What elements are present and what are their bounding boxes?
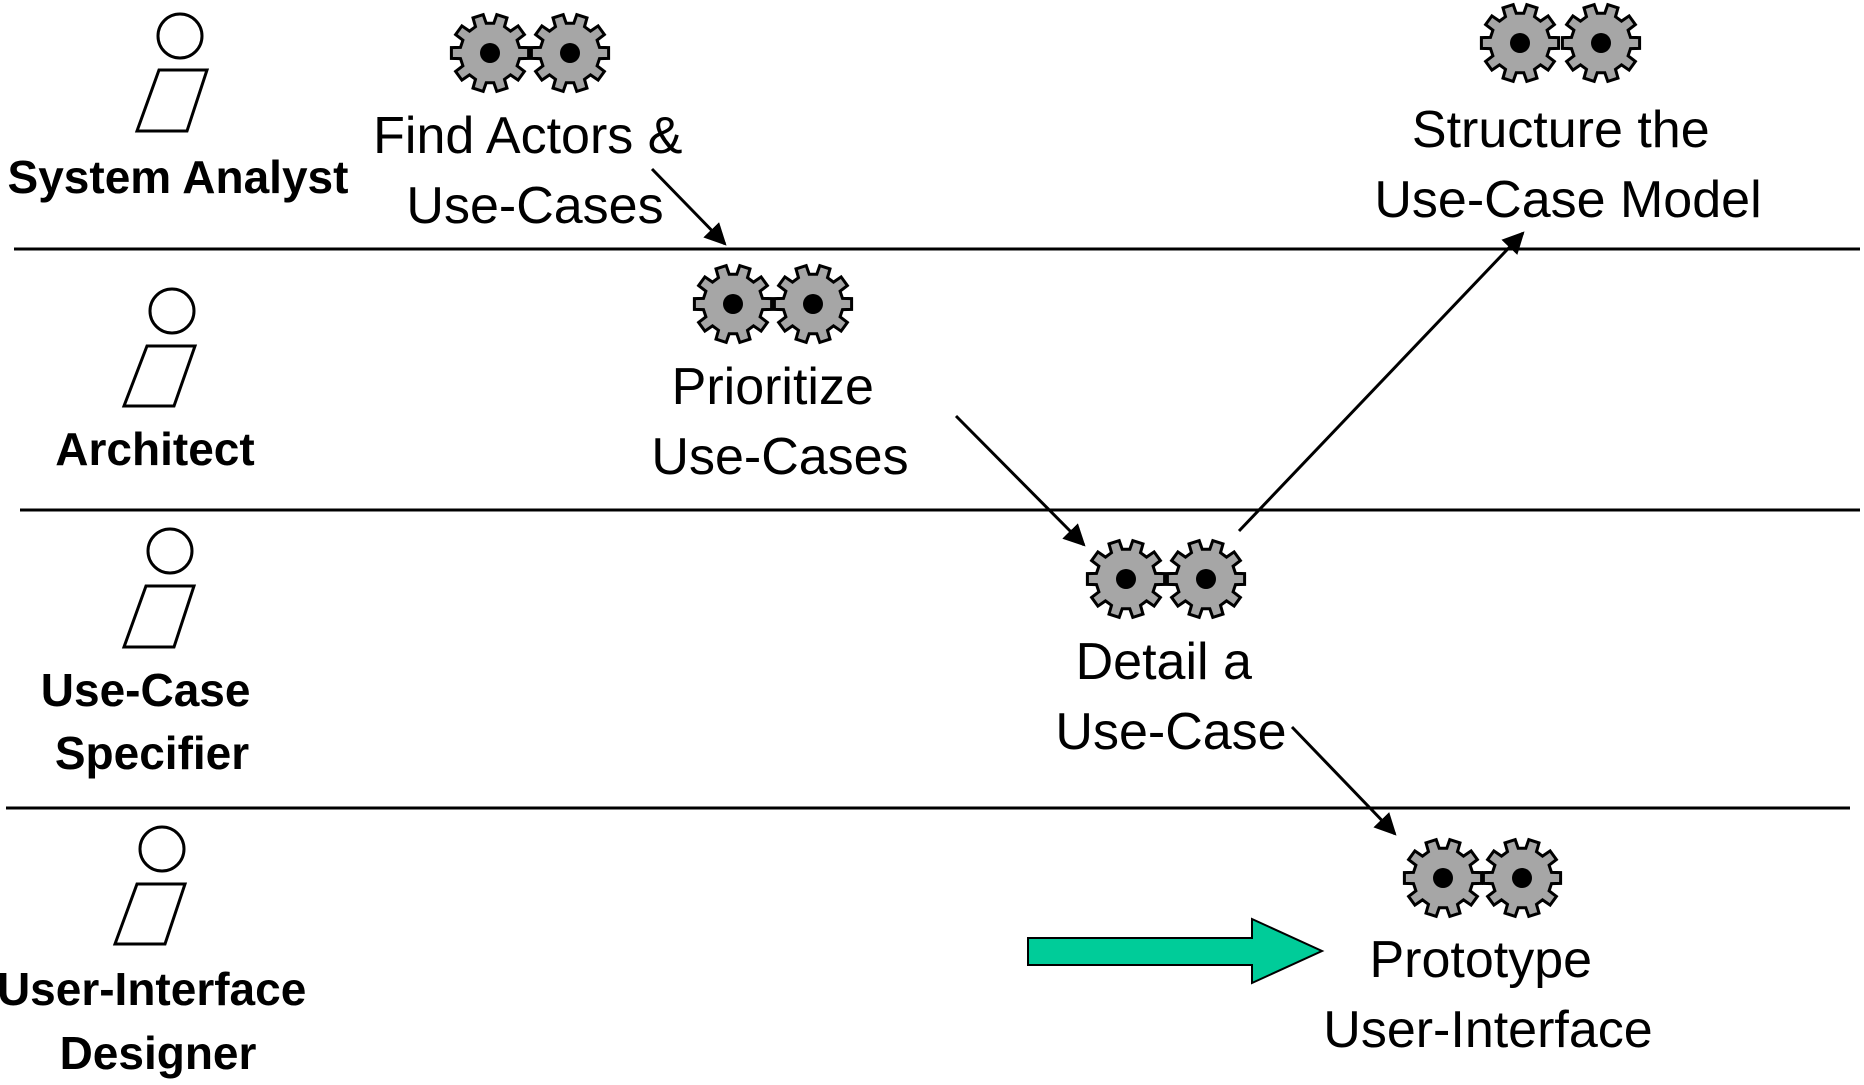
flow-arrow-prioritize-to-detail bbox=[954, 414, 1086, 547]
gear-hub bbox=[1196, 569, 1216, 589]
role-architect: Architect bbox=[55, 423, 254, 475]
gear-hub bbox=[1116, 569, 1136, 589]
activity-prototype-ui-label: Prototype User-Interface bbox=[1323, 931, 1652, 1059]
actor-icon bbox=[121, 527, 197, 649]
gears-icon bbox=[1402, 837, 1563, 919]
gear-hub bbox=[723, 294, 743, 314]
gear-hub bbox=[803, 294, 823, 314]
gear-icon bbox=[772, 263, 854, 345]
block-arrow-icon bbox=[1027, 917, 1325, 985]
gears-icon bbox=[1085, 538, 1247, 620]
actor-head bbox=[156, 12, 204, 60]
activity-prioritize-label: Prioritize Use-Cases bbox=[651, 358, 908, 486]
gears-icon bbox=[692, 263, 854, 345]
actor-body bbox=[134, 68, 210, 133]
gear-icon bbox=[1165, 538, 1247, 620]
role-use-case-specifier: Use-Case Specifier bbox=[41, 664, 263, 779]
actor-body bbox=[112, 882, 188, 946]
gears-icon bbox=[449, 12, 611, 94]
flow-arrow-find-to-prioritize bbox=[650, 167, 727, 246]
gear-icon bbox=[529, 12, 611, 94]
actor-body bbox=[121, 344, 198, 408]
gear-icon bbox=[1402, 837, 1484, 919]
gear-icon bbox=[449, 12, 531, 94]
gears-icon bbox=[1479, 2, 1642, 84]
actor-body bbox=[121, 584, 197, 649]
role-system-analyst: System Analyst bbox=[8, 151, 349, 203]
role-user-interface-designer: User-Interface Designer bbox=[0, 963, 319, 1079]
actor-icon bbox=[112, 825, 188, 946]
activity-structure-model-label: Structure the Use-Case Model bbox=[1374, 101, 1761, 229]
actor-head bbox=[146, 527, 194, 575]
actor-head bbox=[148, 287, 196, 335]
gear-hub bbox=[1510, 33, 1530, 53]
gear-hub bbox=[480, 43, 500, 63]
flow-arrow-detail-to-prototype bbox=[1290, 725, 1397, 836]
actor-icon bbox=[134, 12, 210, 133]
actor-head bbox=[138, 825, 186, 873]
gear-icon bbox=[1560, 2, 1642, 84]
actor-icon bbox=[121, 287, 198, 408]
gear-icon bbox=[1481, 837, 1563, 919]
activity-detail-use-case-label: Detail a Use-Case bbox=[1055, 633, 1286, 761]
activity-find-actors-label: Find Actors & Use-Cases bbox=[373, 107, 697, 235]
flow-arrow-detail-to-structure bbox=[1237, 231, 1525, 533]
gear-hub bbox=[1512, 868, 1532, 888]
gear-icon bbox=[1479, 2, 1561, 84]
gear-icon bbox=[1085, 538, 1167, 620]
gear-hub bbox=[1433, 868, 1453, 888]
gear-icon bbox=[692, 263, 774, 345]
gear-hub bbox=[1591, 33, 1611, 53]
gear-hub bbox=[560, 43, 580, 63]
